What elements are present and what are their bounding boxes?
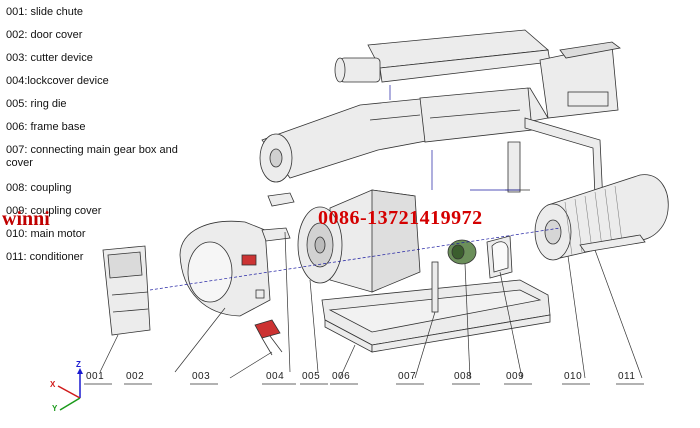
legend-item-011: 011: conditioner [6, 251, 84, 263]
callout-004: 004 [266, 371, 285, 382]
watermark-name: winni [2, 208, 50, 230]
legend-item-006: 006: frame base [6, 121, 86, 133]
cutter-device [254, 192, 295, 356]
axis-label-x: X [50, 380, 56, 389]
xyz-axis-triad [57, 368, 83, 411]
door-cover [179, 220, 271, 317]
conditioner-assembly [259, 29, 621, 183]
legend-item-004: 004:lockcover device [6, 75, 109, 87]
legend-item-001: 001: slide chute [6, 6, 84, 18]
callout-006: 006 [332, 371, 351, 382]
callout-005: 005 [302, 371, 321, 382]
callout-011: 011 [618, 371, 636, 382]
watermark-phone: 0086-13721419972 [318, 207, 483, 229]
axis-label-z: Z [76, 360, 81, 369]
callout-003: 003 [192, 371, 211, 382]
legend-item-003: 003: cutter device [6, 52, 93, 64]
legend-item-010: 010: main motor [6, 228, 86, 240]
legend-item-009: 009: coupling cover [6, 205, 102, 217]
legend-item-005: 005: ring die [6, 98, 67, 110]
callout-010: 010 [564, 371, 583, 382]
leader-lines [84, 231, 644, 385]
callout-009: 009 [506, 371, 525, 382]
slide-chute [102, 245, 151, 336]
coupling-cover [486, 235, 513, 279]
legend-item-002: 002: door cover [6, 29, 83, 41]
axis-label-y: Y [52, 404, 58, 413]
ring-die-housing [297, 189, 421, 293]
legend-item-007: 007: connecting main gear box and cover [6, 144, 178, 169]
callout-002: 002 [126, 371, 145, 382]
callout-008: 008 [454, 371, 473, 382]
callout-001: 001 [86, 371, 105, 382]
main-motor [534, 174, 669, 261]
assembly-axis-lines [149, 85, 561, 291]
callout-007: 007 [398, 371, 417, 382]
legend-item-008: 008: coupling [6, 182, 72, 194]
